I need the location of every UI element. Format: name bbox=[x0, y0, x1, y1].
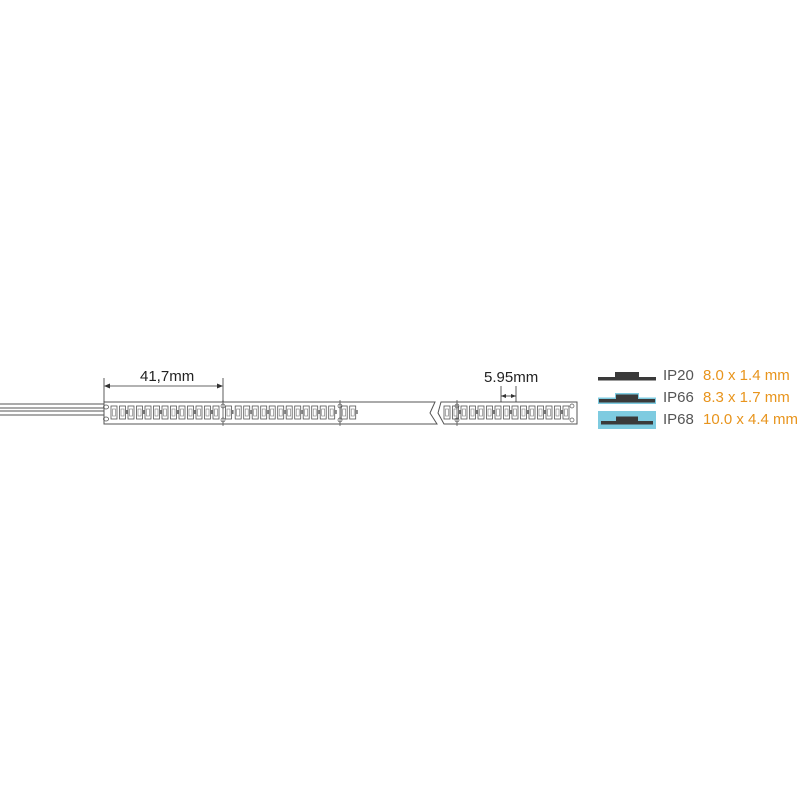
led-chip bbox=[260, 405, 269, 420]
led-chip bbox=[110, 405, 118, 420]
ip66-code: IP66 bbox=[663, 389, 694, 406]
led-chip bbox=[153, 405, 162, 420]
ip66-profile-icon bbox=[598, 393, 656, 404]
led-chip bbox=[486, 405, 495, 420]
led-chip bbox=[319, 405, 327, 420]
led-chip bbox=[127, 405, 135, 420]
led-chip bbox=[251, 405, 259, 420]
led-chip bbox=[477, 405, 485, 420]
led-chip bbox=[503, 405, 512, 420]
pitch-dimension-label: 41,7mm bbox=[140, 368, 195, 385]
led-chip bbox=[178, 405, 186, 420]
led-chip bbox=[195, 405, 203, 420]
led-chip bbox=[443, 405, 451, 420]
led-chip bbox=[170, 405, 179, 420]
ip68-profile-icon bbox=[598, 411, 656, 429]
pitch-dimension bbox=[103, 378, 224, 402]
ip20-profile-icon bbox=[598, 372, 656, 381]
strip-body-right bbox=[437, 401, 578, 425]
led-chip bbox=[212, 405, 220, 420]
led-chip bbox=[234, 405, 242, 420]
led-chip bbox=[144, 405, 152, 420]
led-chip bbox=[225, 405, 234, 420]
ip68-size: 10.0 x 4.4 mm bbox=[703, 411, 799, 428]
led-chip bbox=[328, 405, 337, 420]
solder-pads-start bbox=[103, 404, 109, 422]
ip20-code: IP20 bbox=[663, 367, 694, 384]
led-chip bbox=[311, 405, 320, 420]
ip66-size: 8.3 x 1.7 mm bbox=[703, 389, 790, 406]
led-chip bbox=[460, 405, 468, 420]
lead-wires bbox=[0, 403, 104, 416]
led-chip bbox=[520, 405, 529, 420]
led-chip bbox=[136, 405, 145, 420]
led-chip bbox=[268, 405, 276, 420]
led-spacing-dimension-label: 5.95mm bbox=[484, 369, 539, 386]
led-chip bbox=[340, 405, 348, 420]
led-chip bbox=[554, 405, 563, 420]
led-chip bbox=[277, 405, 286, 420]
ip68-code: IP68 bbox=[663, 411, 694, 428]
led-chip bbox=[294, 405, 303, 420]
led-chip bbox=[204, 405, 213, 420]
led-chips bbox=[110, 405, 570, 420]
led-chip bbox=[494, 405, 502, 420]
led-chip bbox=[349, 405, 358, 420]
led-chip bbox=[452, 405, 461, 420]
led-chip bbox=[545, 405, 553, 420]
led-chip bbox=[161, 405, 169, 420]
led-spacing-dimension bbox=[500, 386, 517, 402]
led-chip bbox=[562, 405, 570, 420]
led-chip bbox=[469, 405, 478, 420]
led-chip bbox=[243, 405, 252, 420]
led-chip bbox=[187, 405, 196, 420]
led-chip bbox=[302, 405, 310, 420]
led-chip bbox=[285, 405, 293, 420]
led-chip bbox=[537, 405, 546, 420]
led-chip bbox=[119, 405, 128, 420]
led-chip bbox=[511, 405, 519, 420]
led-chip bbox=[528, 405, 536, 420]
ip20-size: 8.0 x 1.4 mm bbox=[703, 367, 790, 384]
